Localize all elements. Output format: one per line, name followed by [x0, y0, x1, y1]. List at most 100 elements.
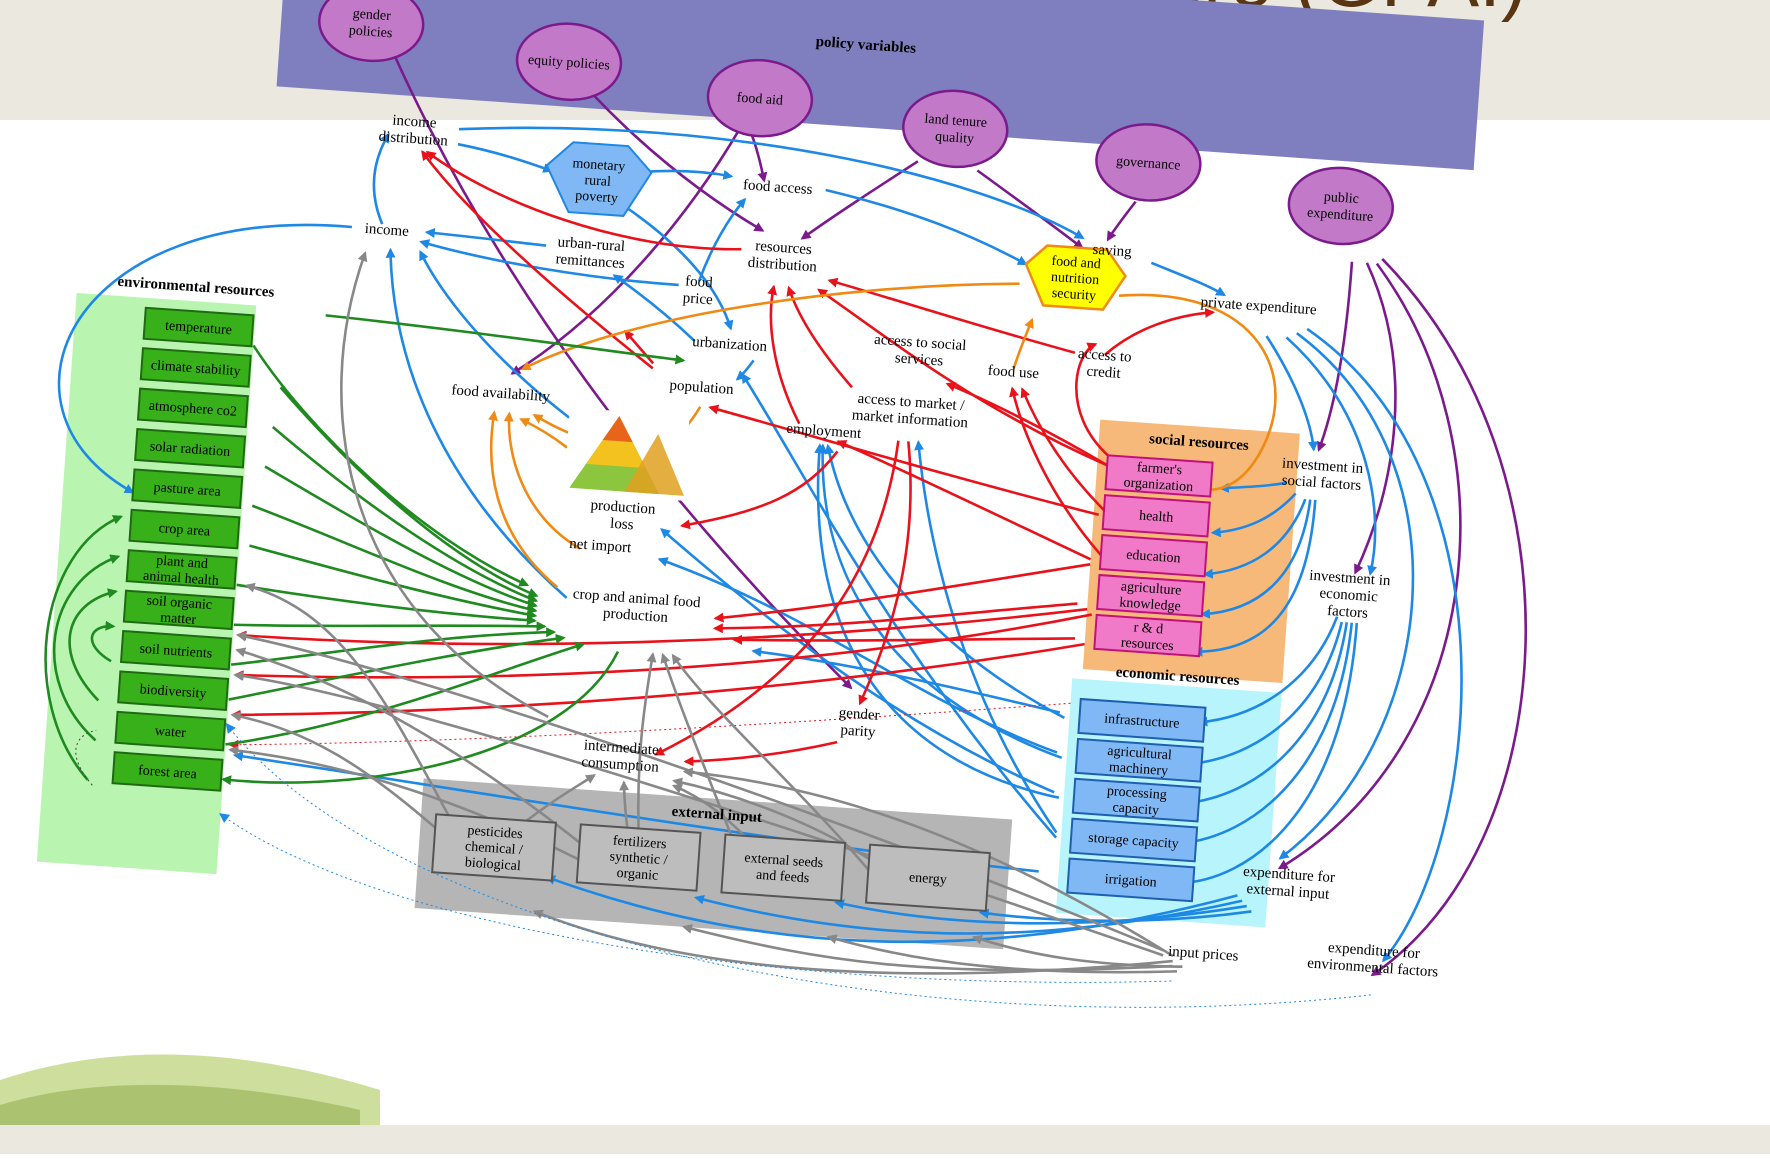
ext-box-fertilizers-synthetic-organic-label: synthetic / [609, 849, 668, 868]
env-box-biodiversity-label: biodiversity [139, 682, 207, 702]
node-fns-l2: nutrition [1050, 270, 1099, 288]
ext-box-energy-label: energy [908, 870, 947, 888]
link-infra-to-water-dotted [228, 702, 1071, 750]
node-production-loss-l2: loss [610, 516, 635, 534]
link-saving-to-private-exp [1150, 261, 1227, 297]
node-access-credit-l2: credit [1086, 364, 1122, 382]
food-pyramid-image [563, 407, 690, 501]
node-social-services-l2: services [894, 350, 943, 369]
link-env-exp-to-biodiversity-dotted [225, 722, 1371, 1008]
node-resources-l2: distribution [747, 255, 818, 276]
link-credit-to-private-exp [1103, 307, 1216, 356]
link-plant-health-to-crop [236, 583, 537, 626]
env-box-pasture-area-label: pasture area [153, 480, 222, 500]
link-invest-social-to-farmers [1218, 481, 1287, 493]
link-resources-to-income-dist [425, 150, 742, 251]
link-health-to-food-use [1020, 387, 1105, 512]
env-box-atmosphere-co2-label: atmosphere co2 [148, 399, 237, 420]
ext-box-fertilizers-synthetic-organic-label: fertilizers [612, 834, 667, 853]
node-income: income [364, 221, 410, 240]
link-private-exp-to-invest-economic [1285, 336, 1377, 576]
node-income-distribution-l1: income [392, 113, 438, 132]
link-input-prices-to-energy [972, 934, 1183, 969]
env-box-atmosphere-co2: atmosphere co2 [136, 387, 249, 429]
link-input-prices-to-nutrients [233, 671, 1164, 957]
ext-box-fertilizers-synthetic-organic-label: organic [616, 866, 659, 884]
policy-variables-band [276, 0, 1485, 171]
node-public-expenditure: public expenditure [1287, 166, 1394, 246]
link-input-prices-to-fertilizers [681, 923, 1173, 972]
link-employment-to-resources [767, 284, 801, 425]
link-fns-to-food-availability [520, 282, 1020, 371]
link-input-prices-to-intermediate [682, 767, 1174, 958]
link-poverty-to-urbanization [623, 204, 734, 331]
node-intermediate-l1: intermediate [583, 737, 659, 758]
node-land-tenure: land tenure quality [902, 89, 1009, 169]
link-health-to-population [708, 404, 1099, 517]
node-crop-production-l2: production [603, 605, 669, 626]
ext-box-pesticides-chemical-biological-label: biological [464, 855, 521, 874]
env-box-temperature-label: temperature [165, 319, 233, 339]
link-crop-to-income [385, 247, 568, 599]
node-public-expenditure-l1: public [1323, 190, 1359, 207]
ext-box-energy: energy [864, 843, 991, 912]
node-investment-social-l1: investment in [1282, 455, 1365, 477]
node-saving: saving [1092, 242, 1133, 261]
link-invest-econ-to-processing [1181, 622, 1349, 808]
node-food-price-l2: price [682, 290, 713, 308]
link-food-access-to-fns [825, 188, 1028, 266]
node-land-tenure-l1: land tenure [924, 112, 987, 131]
policy-variables-title: policy variables [815, 34, 916, 57]
ext-box-pesticides-chemical-biological-label: pesticides [467, 823, 523, 842]
link-crop-to-food-availability [488, 410, 559, 589]
link-income-to-income-distribution [372, 132, 390, 225]
link-machinery-to-employment [817, 443, 1063, 760]
node-poverty-l1: monetary [572, 156, 626, 175]
link-population-to-income [419, 250, 570, 419]
node-equity-policies: equity policies [515, 22, 623, 102]
link-public-exp-to-investment-economic [1354, 262, 1397, 575]
link-temperature-to-crop [252, 344, 530, 587]
link-urbanization-to-remittances [612, 274, 696, 343]
link-urbanization-to-population [735, 359, 755, 381]
econ-box-storage-capacity: storage capacity [1068, 817, 1199, 863]
link-rd-to-crop [732, 634, 1075, 645]
link-education-to-food-use [1009, 386, 1102, 556]
econ-box-infrastructure-label: infrastructure [1104, 712, 1180, 732]
env-box-water: water [114, 710, 227, 752]
node-intermediate-l2: consumption [581, 754, 660, 775]
env-box-crop-area-label: crop area [158, 521, 211, 540]
link-biodiversity-to-crop [228, 633, 566, 701]
env-box-pasture-area: pasture area [131, 468, 244, 509]
environmental-resources-title: environmental resources [117, 274, 275, 301]
link-invest-social-to-health [1210, 492, 1297, 538]
link-machinery-to-crop [657, 557, 1058, 754]
link-fertilizers-to-soil [235, 647, 590, 852]
node-gender-parity-l1: gender [838, 705, 880, 724]
decorative-swoosh [0, 1054, 380, 1130]
external-input-panel [414, 778, 1013, 950]
link-education-to-employment [836, 440, 1092, 561]
env-box-temperature: temperature [142, 306, 255, 348]
link-food-price-to-income [419, 239, 679, 287]
link-invest-social-to-education [1202, 498, 1307, 579]
link-processing-to-production-loss [660, 528, 1055, 794]
link-remittances-to-income [424, 228, 547, 247]
link-pyramid-to-food-availability-2 [519, 418, 568, 449]
link-crop-area-to-crop [249, 544, 538, 620]
link-income-prices-to-income [340, 251, 549, 719]
link-farmers-to-access-credit [1075, 342, 1109, 457]
link-public-exp-to-expenditure-env [1370, 258, 1528, 977]
link-storage-to-market-access [914, 440, 1058, 834]
node-poverty-l2: rural [584, 173, 612, 190]
node-public-expenditure-l2: expenditure [1307, 206, 1374, 226]
node-governance: governance [1095, 123, 1202, 202]
env-box-plant-and-animal-health-label: plant and [156, 554, 209, 573]
